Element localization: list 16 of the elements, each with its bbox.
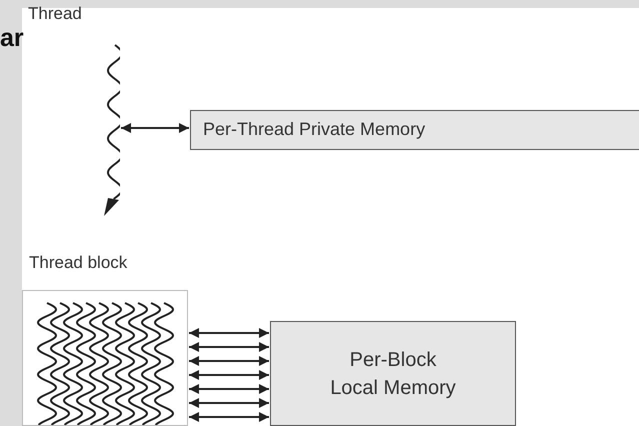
thread-node	[28, 4, 120, 218]
double-arrow	[189, 398, 269, 408]
double-arrow	[121, 123, 189, 133]
memory-box	[190, 110, 639, 150]
memory-label: Per-Block Local Memory	[329, 348, 457, 401]
double-arrow	[189, 384, 269, 394]
double-arrow	[189, 370, 269, 380]
double-arrow	[189, 342, 269, 352]
double-arrow	[189, 412, 269, 422]
memory-box	[270, 321, 516, 426]
double-arrow	[189, 356, 269, 366]
thread-heading: Thread	[28, 4, 82, 24]
block-heading: Thread block	[29, 253, 128, 273]
cut-off-text: ar	[0, 24, 24, 53]
double-arrow	[189, 328, 269, 338]
memory-label: Per-Thread Private Memory	[202, 118, 426, 142]
